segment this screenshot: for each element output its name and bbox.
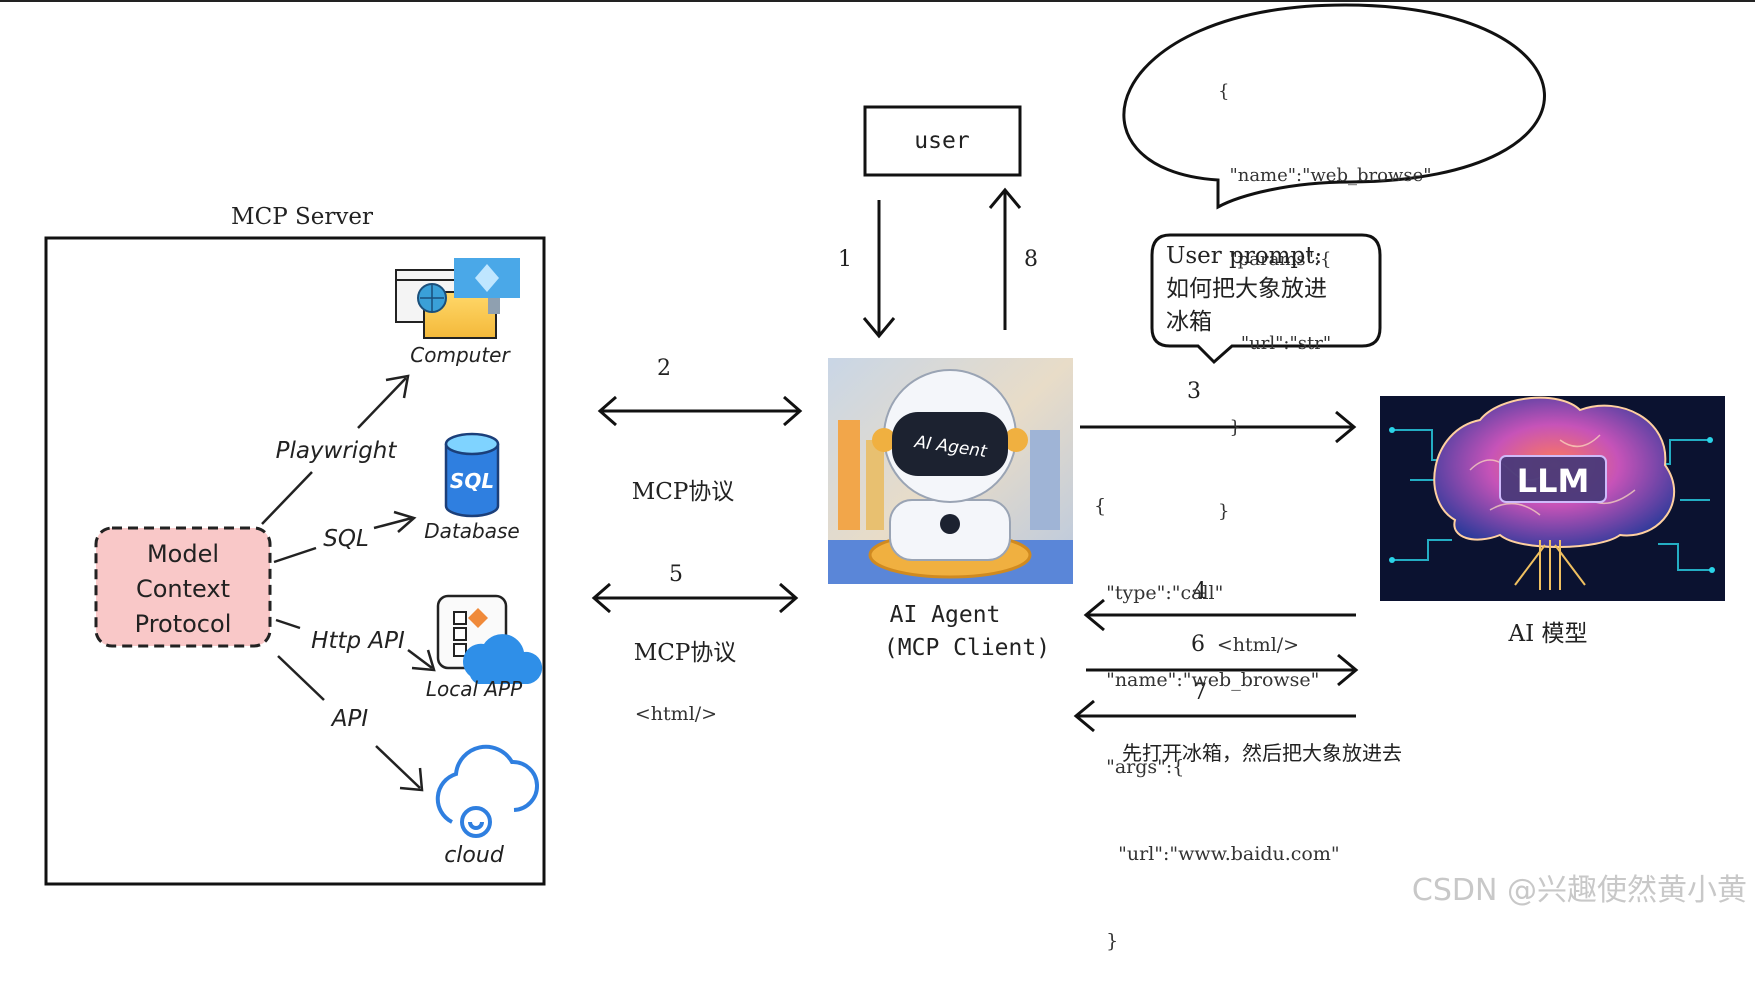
step-5: 5 — [669, 562, 683, 587]
step-2: 2 — [657, 356, 671, 381]
speech-bubble-prompt — [1150, 233, 1382, 365]
html-tag-left: <html/> — [635, 703, 717, 725]
database-icon-text: SQL — [450, 469, 494, 493]
step-8: 8 — [1024, 247, 1038, 272]
arrow-step-1 — [862, 200, 896, 339]
protocol-line-2: Context — [136, 575, 230, 603]
step-1: 1 — [838, 247, 852, 272]
database-icon — [444, 432, 500, 518]
step-3: 3 — [1187, 379, 1201, 404]
llm-caption: AI 模型 — [1507, 621, 1587, 647]
speech-top-line: { — [1218, 81, 1230, 102]
call-json-line: { — [1094, 495, 1107, 517]
speech-top-line: "name":"web_browse" — [1218, 165, 1432, 186]
arrow-step-5 — [591, 582, 799, 614]
connector-api — [277, 655, 424, 792]
arrow-step-4 — [1083, 598, 1356, 632]
label-local-app: Local APP — [426, 677, 523, 701]
mcp-protocol-top: MCP协议 — [632, 479, 735, 505]
mcp-protocol-bottom: MCP协议 — [634, 640, 737, 666]
ai-agent-illustration — [828, 358, 1073, 584]
call-json: { "type":"call" "name":"web_browse" "arg… — [1094, 434, 1340, 985]
label-sql: SQL — [323, 526, 369, 552]
llm-illustration — [1380, 396, 1725, 601]
call-json-line: "url":"www.baidu.com" — [1094, 843, 1340, 865]
agent-caption-2: (MCP Client) — [884, 635, 1050, 661]
speech-top-line: } — [1218, 417, 1241, 438]
connector-playwright — [261, 374, 410, 525]
protocol-box — [94, 526, 272, 648]
call-json-line: } — [1094, 930, 1119, 952]
speech-top-line: "params":{ — [1218, 249, 1332, 270]
user-box — [863, 105, 1022, 177]
speech-top-json: { "name":"web_browse" "params":{ "url":"… — [1218, 22, 1432, 554]
call-json-line: "type":"call" — [1094, 582, 1224, 604]
answer-text: 先打开冰箱，然后把大象放进去 — [1122, 741, 1402, 765]
label-cloud: cloud — [444, 843, 505, 868]
computer-icon — [395, 258, 520, 339]
prompt-line: 冰箱 — [1166, 309, 1212, 335]
label-http-api: Http API — [311, 628, 405, 654]
arrow-step-7 — [1073, 699, 1356, 733]
speech-top-line: "url":"str" — [1218, 333, 1332, 354]
speech-prompt-text: User prompt: 如何把大象放进 冰箱 — [1166, 240, 1327, 339]
prompt-line: 如何把大象放进 — [1166, 276, 1327, 302]
connector-http-api — [275, 618, 436, 672]
watermark: CSDN @兴趣使然黄小黄 — [1412, 873, 1747, 908]
step-7: 7 — [1193, 680, 1207, 705]
llm-chip-text: LLM — [1517, 462, 1590, 500]
arrow-step-8 — [988, 187, 1022, 330]
label-api: API — [330, 706, 369, 732]
speech-top-line: } — [1218, 501, 1230, 522]
step-6: 6 — [1191, 632, 1205, 657]
mcp-server-frame — [44, 236, 546, 886]
label-playwright: Playwright — [276, 438, 398, 464]
user-label: user — [914, 128, 969, 154]
protocol-line-3: Protocol — [135, 610, 232, 638]
step-4: 4 — [1193, 579, 1207, 604]
protocol-line-1: Model — [147, 540, 219, 568]
arrow-step-2 — [597, 395, 803, 427]
local-app-icon — [436, 594, 543, 684]
agent-caption-1: AI Agent — [890, 602, 1001, 628]
arrow-step-3 — [1080, 410, 1357, 444]
call-json-line: "args":{ — [1094, 756, 1185, 778]
connector-sql — [273, 510, 417, 564]
label-database: Database — [424, 519, 519, 543]
call-json-line: "name":"web_browse" — [1094, 669, 1320, 691]
cloud-icon — [435, 744, 539, 838]
label-computer: Computer — [410, 343, 511, 367]
arrow-step-6 — [1086, 653, 1359, 687]
prompt-line: User prompt: — [1166, 243, 1323, 269]
diagram-canvas: MCP Server Model Context Protocol Playwr… — [0, 0, 1755, 908]
html-tag-right: <html/> — [1217, 634, 1299, 656]
speech-bubble-top — [1122, 3, 1546, 210]
mcp-server-title: MCP Server — [231, 204, 373, 230]
